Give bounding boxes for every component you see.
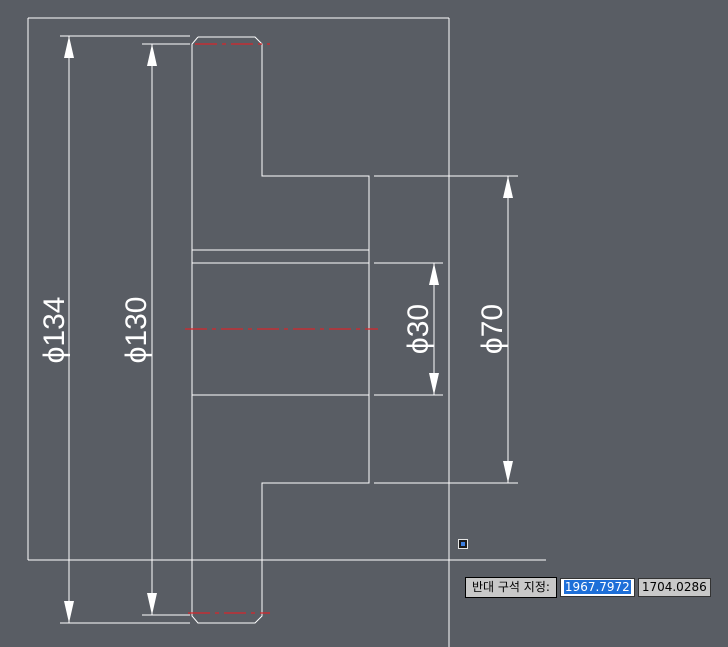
x-coordinate-input[interactable]: 1967.7972 <box>559 578 635 597</box>
dimension-d130: ϕ130 <box>120 43 190 616</box>
y-coordinate-input[interactable]: 1704.0286 <box>637 578 711 597</box>
dimension-d134: ϕ134 <box>38 35 190 624</box>
dimension-text-d30: ϕ30 <box>402 304 435 354</box>
crosshair-cursor-icon <box>458 539 468 549</box>
dimension-text-d134: ϕ134 <box>38 297 71 364</box>
dimension-d70: ϕ70 <box>374 175 518 484</box>
dimension-d30: ϕ30 <box>374 262 443 396</box>
part-outline <box>191 36 370 624</box>
x-coordinate-value: 1967.7972 <box>563 580 631 594</box>
selection-window <box>27 17 546 647</box>
command-prompt: 반대 구석 지정: <box>465 577 557 598</box>
dynamic-input-tooltip: 반대 구석 지정: 1967.7972 1704.0286 <box>465 577 711 598</box>
dimension-text-d70: ϕ70 <box>476 304 509 354</box>
centerlines <box>185 43 378 614</box>
dimension-text-d130: ϕ130 <box>120 297 153 364</box>
